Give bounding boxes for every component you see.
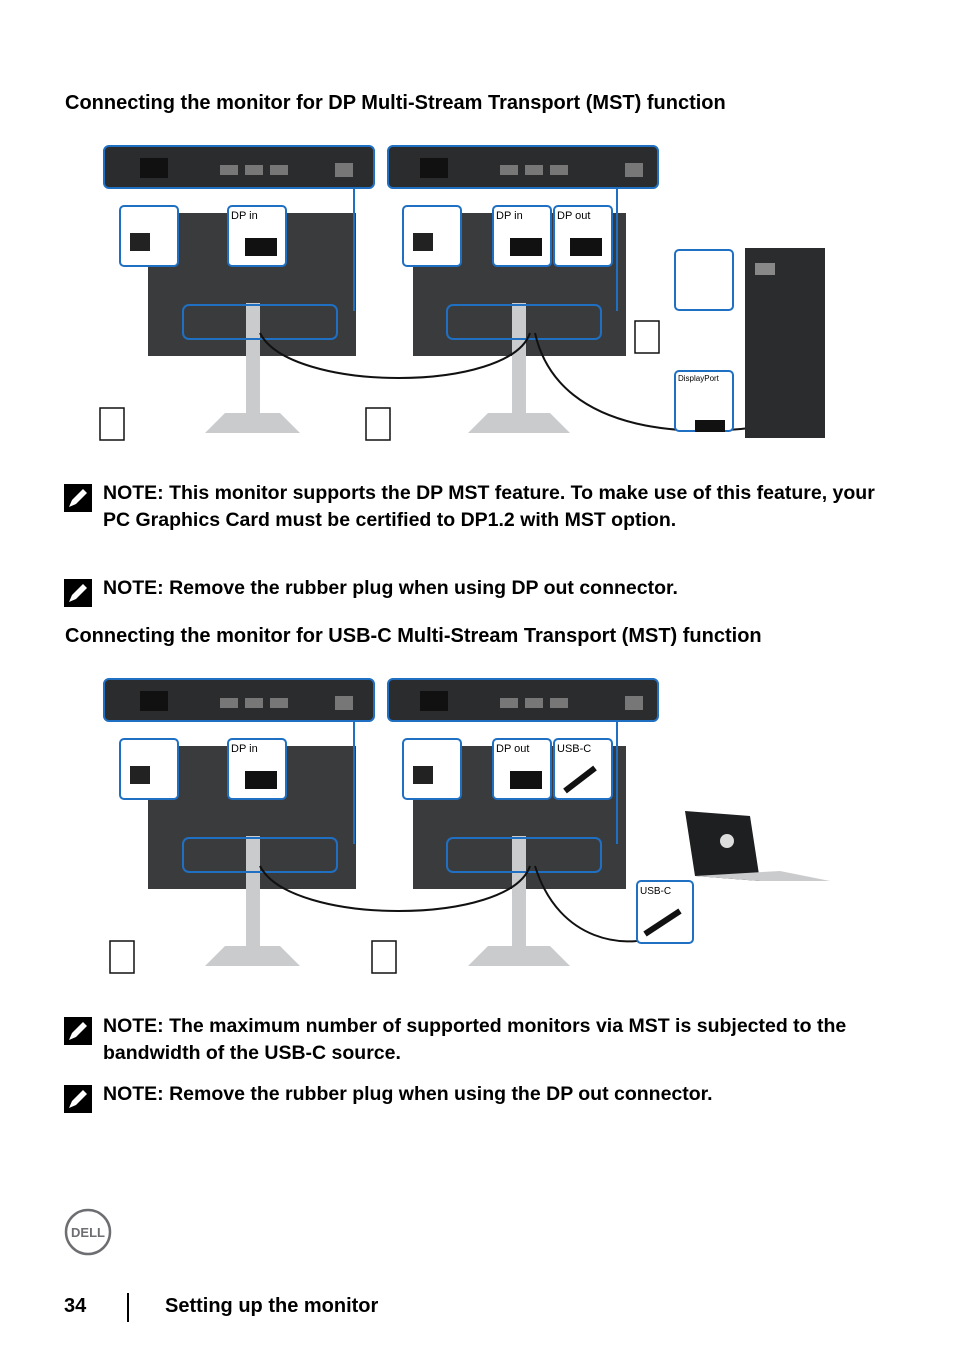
- outlet-icon: [365, 407, 391, 441]
- dp-out-label: DP out: [496, 743, 529, 755]
- note-text: NOTE: Remove the rubber plug when using …: [103, 577, 678, 599]
- pc-tower: DisplayPort: [674, 248, 825, 438]
- note-usbc-bandwidth: NOTE: The maximum number of supported mo…: [64, 1013, 884, 1068]
- note-pencil-icon: [64, 579, 92, 607]
- dp-in-label-1: DP in: [231, 743, 258, 755]
- note-text: NOTE: Remove the rubber plug when using …: [103, 1083, 713, 1105]
- monitor-2: DP in DP out: [387, 145, 659, 433]
- monitor-1: DP in: [103, 678, 375, 966]
- dp-in-label-1: DP in: [231, 210, 258, 222]
- note-pencil-icon: [64, 484, 92, 512]
- note-pencil-icon: [64, 1085, 92, 1113]
- section-heading-dp-mst: Connecting the monitor for DP Multi-Stre…: [65, 92, 726, 114]
- page-number: 34: [64, 1295, 87, 1317]
- dell-logo-text: DELL: [71, 1225, 105, 1240]
- laptop: USB-C: [636, 811, 830, 944]
- section-heading-usbc-mst: Connecting the monitor for USB-C Multi-S…: [65, 625, 762, 647]
- outlet-icon: [371, 940, 397, 974]
- footer-divider: [127, 1293, 129, 1322]
- monitor-2: DP out USB-C: [387, 678, 659, 966]
- dp-in-label-2: DP in: [496, 210, 523, 222]
- note-rubber-plug-1: NOTE: Remove the rubber plug when using …: [64, 575, 884, 607]
- note-dp-mst-support: NOTE: This monitor supports the DP MST f…: [64, 480, 884, 560]
- outlet-icon: [109, 940, 135, 974]
- dell-logo-icon: DELL: [64, 1208, 112, 1256]
- dp-mst-diagram: DP in DP in DP out DisplayPort: [99, 145, 825, 441]
- note-text: NOTE: The maximum number of supported mo…: [103, 1015, 847, 1064]
- usbc-mst-diagram: DP in DP out USB-C USB-C: [103, 678, 830, 974]
- displayport-label: DisplayPort: [678, 374, 720, 383]
- note-text: NOTE: This monitor supports the DP MST f…: [103, 482, 875, 531]
- outlet-icon: [99, 407, 125, 441]
- dp-out-label: DP out: [557, 210, 590, 222]
- usbc-label-laptop: USB-C: [640, 886, 671, 897]
- monitor-1: DP in: [103, 145, 375, 433]
- footer-section-title: Setting up the monitor: [165, 1295, 379, 1317]
- usbc-label-monitor: USB-C: [557, 743, 591, 755]
- note-pencil-icon: [64, 1017, 92, 1045]
- outlet-icon: [634, 320, 660, 354]
- note-rubber-plug-2: NOTE: Remove the rubber plug when using …: [64, 1081, 884, 1113]
